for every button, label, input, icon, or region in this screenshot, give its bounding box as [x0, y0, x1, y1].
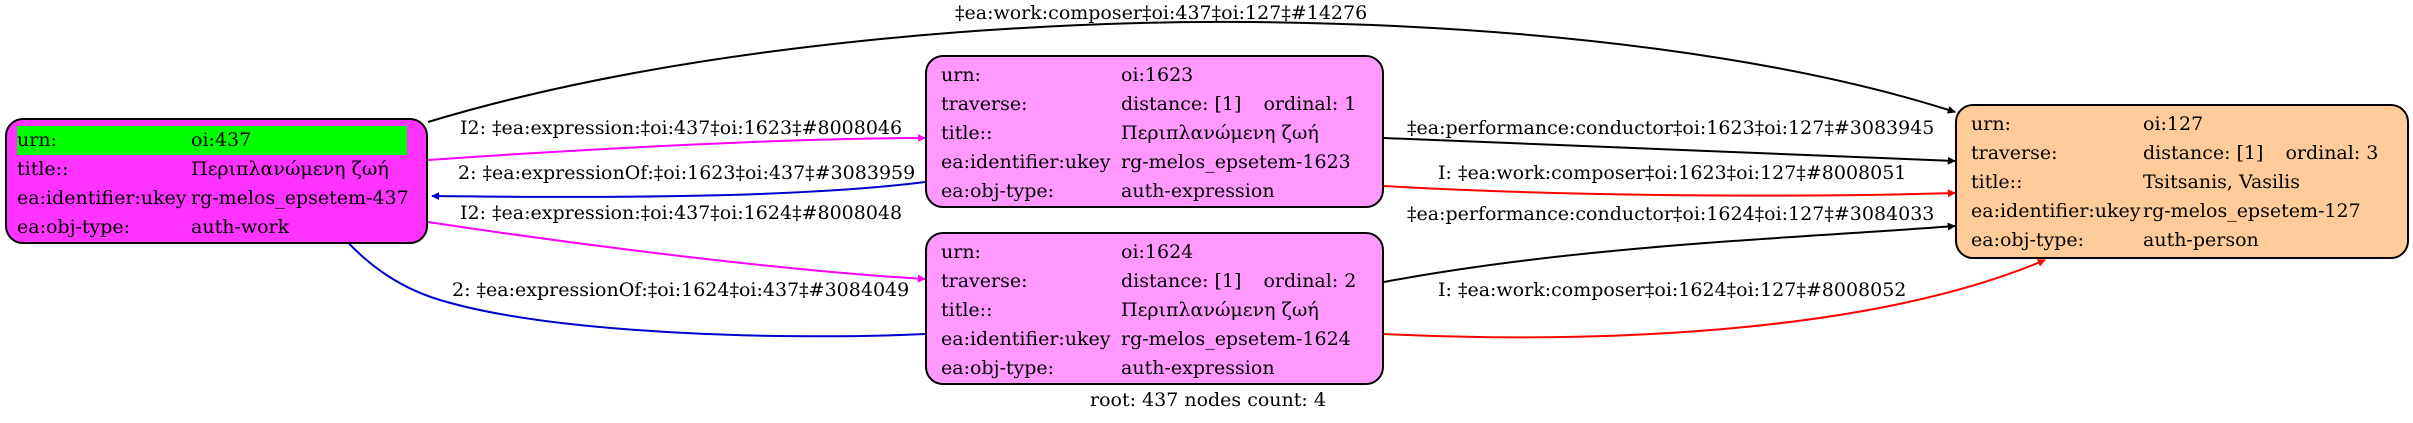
row-value: oi:1623 — [1121, 64, 1194, 86]
row-value: auth-work — [191, 216, 290, 238]
node-row-traverse: traverse: distance: [1]ordinal: 2 — [941, 267, 1374, 296]
node-row-traverse: traverse: distance: [1]ordinal: 1 — [941, 90, 1374, 119]
edge-label-composer-1624-127: I: ‡ea:work:composer‡oi:1624‡oi:127‡#800… — [1438, 279, 1907, 301]
node-row-title: title:: Περιπλανώμενη ζωή — [17, 155, 418, 184]
row-key: traverse: — [941, 93, 1028, 115]
node-work-437[interactable]: urn: oi:437 title:: Περιπλανώμενη ζωή ea… — [5, 118, 428, 244]
row-key: ea:identifier:ukey — [17, 187, 187, 209]
row-key: title:: — [17, 158, 69, 180]
edge-label-conductor-1623-127: ‡ea:performance:conductor‡oi:1623‡oi:127… — [1407, 117, 1935, 139]
edge-expressionof-1624-437 — [317, 201, 926, 338]
row-value: auth-expression — [1121, 357, 1275, 379]
row-value: distance: [1]ordinal: 1 — [1121, 93, 1357, 115]
edge-expressionof-1623-437 — [431, 181, 926, 201]
row-value: oi:127 — [2143, 113, 2204, 135]
edge-label-composer-437-127: ‡ea:work:composer‡oi:437‡oi:127‡#14276 — [955, 2, 1368, 24]
node-row-ukey: ea:identifier:ukey rg-melos_epsetem-437 — [17, 184, 418, 213]
row-key: ea:obj-type: — [941, 180, 1055, 202]
edge-conductor-1624-127 — [1383, 222, 1956, 283]
row-key: urn: — [941, 241, 981, 263]
row-key: ea:identifier:ukey — [941, 328, 1111, 350]
edge-composer-437-127 — [427, 20, 1956, 123]
graph-footer: root: 437 nodes count: 4 — [1090, 389, 1326, 411]
row-value: auth-person — [2143, 229, 2259, 251]
node-row-obj-type: ea:obj-type: auth-expression — [941, 177, 1374, 206]
node-row-urn: urn: oi:437 — [17, 126, 418, 155]
node-row-traverse: traverse: distance: [1]ordinal: 3 — [1971, 139, 2399, 168]
row-value: oi:1624 — [1121, 241, 1194, 263]
row-key: ea:obj-type: — [17, 216, 131, 238]
row-key: title:: — [941, 122, 993, 144]
node-row-urn: urn: oi:127 — [1971, 110, 2399, 139]
node-row-urn: urn: oi:1624 — [941, 238, 1374, 267]
row-key: urn: — [1971, 113, 2011, 135]
node-row-urn: urn: oi:1623 — [941, 61, 1374, 90]
row-value: distance: [1]ordinal: 3 — [2143, 142, 2379, 164]
row-value: rg-melos_epsetem-1623 — [1121, 151, 1351, 173]
node-expression-1623[interactable]: urn: oi:1623 traverse: distance: [1]ordi… — [925, 55, 1384, 208]
node-row-title: title:: Περιπλανώμενη ζωή — [941, 119, 1374, 148]
node-row-title: title:: Tsitsanis, Vasilis — [1971, 168, 2399, 197]
row-value: Περιπλανώμενη ζωή — [1121, 122, 1319, 144]
node-row-obj-type: ea:obj-type: auth-person — [1971, 226, 2399, 255]
edge-composer-1624-127 — [1383, 259, 2046, 339]
row-value: auth-expression — [1121, 180, 1275, 202]
row-value: Περιπλανώμενη ζωή — [1121, 299, 1319, 321]
row-value: oi:437 — [191, 126, 407, 155]
row-key: traverse: — [941, 270, 1028, 292]
row-key: ea:identifier:ukey — [941, 151, 1111, 173]
edge-conductor-1623-127 — [1383, 137, 1956, 165]
row-value: distance: [1]ordinal: 2 — [1121, 270, 1357, 292]
edge-label-expressionof-1623-437: 2: ‡ea:expressionOf:‡oi:1623‡oi:437‡#308… — [458, 162, 916, 184]
node-row-ukey: ea:identifier:ukey rg-melos_epsetem-1623 — [941, 148, 1374, 177]
node-row-obj-type: ea:obj-type: auth-work — [17, 213, 418, 242]
edge-label-conductor-1624-127: ‡ea:performance:conductor‡oi:1624‡oi:127… — [1407, 203, 1935, 225]
edge-label-composer-1623-127: I: ‡ea:work:composer‡oi:1623‡oi:127‡#800… — [1438, 162, 1907, 184]
edge-composer-1623-127 — [1383, 185, 1956, 198]
node-row-ukey: ea:identifier:ukey rg-melos_epsetem-127 — [1971, 197, 2399, 226]
node-row-obj-type: ea:obj-type: auth-expression — [941, 354, 1374, 383]
row-key: title:: — [1971, 171, 2023, 193]
edge-expression-437-1624 — [427, 221, 926, 283]
row-value: rg-melos_epsetem-437 — [191, 187, 409, 209]
edge-label-expression-437-1623: I2: ‡ea:expression:‡oi:437‡oi:1623‡#8008… — [460, 117, 903, 139]
row-key: urn: — [17, 126, 191, 155]
row-value: rg-melos_epsetem-1624 — [1121, 328, 1351, 350]
row-key: ea:identifier:ukey — [1971, 200, 2141, 222]
row-value: Περιπλανώμενη ζωή — [191, 158, 389, 180]
row-key: urn: — [941, 64, 981, 86]
edge-label-expression-437-1624: I2: ‡ea:expression:‡oi:437‡oi:1624‡#8008… — [460, 202, 903, 224]
node-row-title: title:: Περιπλανώμενη ζωή — [941, 296, 1374, 325]
edge-expression-437-1623 — [427, 134, 926, 161]
row-value: rg-melos_epsetem-127 — [2143, 200, 2361, 222]
row-key: traverse: — [1971, 142, 2058, 164]
row-key: ea:obj-type: — [1971, 229, 2085, 251]
edge-label-expressionof-1624-437: 2: ‡ea:expressionOf:‡oi:1624‡oi:437‡#308… — [452, 279, 910, 301]
node-expression-1624[interactable]: urn: oi:1624 traverse: distance: [1]ordi… — [925, 232, 1384, 385]
node-person-127[interactable]: urn: oi:127 traverse: distance: [1]ordin… — [1955, 104, 2409, 259]
row-key: ea:obj-type: — [941, 357, 1055, 379]
row-value: Tsitsanis, Vasilis — [2143, 171, 2301, 193]
node-row-ukey: ea:identifier:ukey rg-melos_epsetem-1624 — [941, 325, 1374, 354]
row-key: title:: — [941, 299, 993, 321]
